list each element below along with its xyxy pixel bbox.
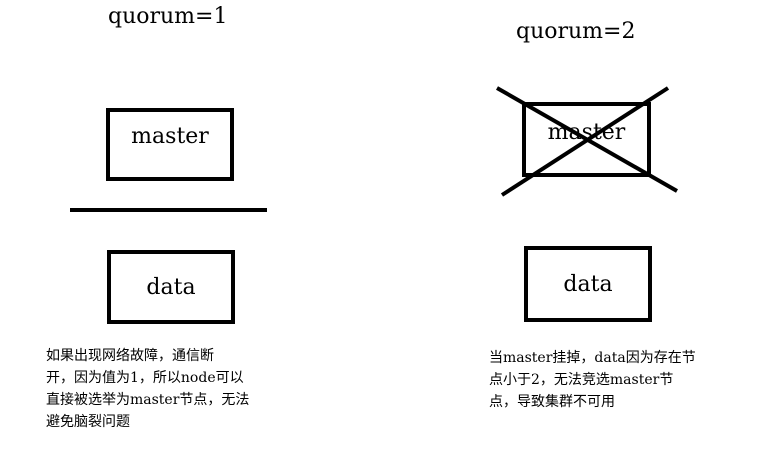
cross-line-2 [500, 86, 670, 197]
left-data-label: data [146, 274, 196, 300]
right-caption-line: 点小于2，无法竞选master节 [489, 372, 674, 388]
right-data-node: data [524, 246, 652, 322]
right-data-label: data [563, 271, 613, 297]
right-caption-line: 当master挂掉，data因为存在节 [489, 350, 696, 366]
left-master-label: master [131, 124, 209, 149]
right-caption: 当master挂掉，data因为存在节 点小于2，无法竞选master节 点，导… [489, 347, 696, 413]
left-quorum-title: quorum=1 [108, 4, 228, 29]
right-quorum-title: quorum=2 [516, 19, 636, 44]
network-partition-line [70, 208, 267, 212]
left-caption-line: 避免脑裂问题 [46, 414, 130, 430]
left-master-node: master [106, 108, 234, 181]
left-caption-line: 直接被选举为master节点，无法 [46, 392, 250, 408]
left-caption-line: 开，因为值为1，所以node可以 [46, 370, 244, 386]
left-caption: 如果出现网络故障，通信断 开，因为值为1，所以node可以 直接被选举为mast… [46, 345, 249, 433]
left-data-node: data [107, 250, 235, 324]
right-caption-line: 点，导致集群不可用 [489, 394, 615, 410]
left-caption-line: 如果出现网络故障，通信断 [46, 348, 214, 364]
